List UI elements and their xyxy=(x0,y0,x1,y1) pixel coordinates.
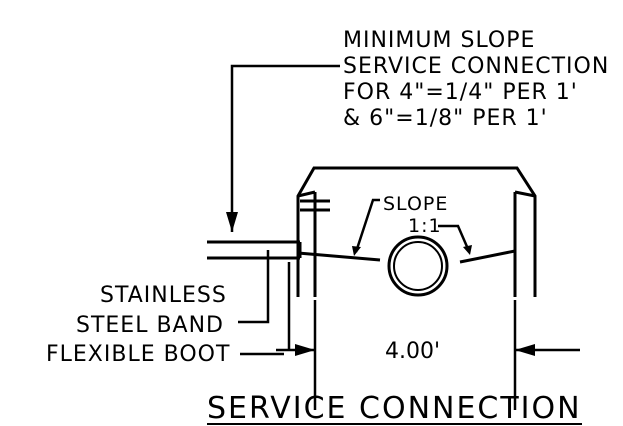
title-text: SERVICE CONNECTION xyxy=(207,391,582,426)
flexible-boot-callout: FLEXIBLE BOOT xyxy=(46,262,291,367)
note-leader-arrowhead xyxy=(226,212,238,232)
stainless-label-line-1: STAINLESS xyxy=(100,283,227,308)
stainless-band-callout: STAINLESS STEEL BAND xyxy=(76,250,270,338)
stainless-label-line-2: STEEL BAND xyxy=(76,313,224,338)
note-line-1: MINIMUM SLOPE xyxy=(343,28,535,53)
note-line-4: & 6"=1/8" PER 1' xyxy=(343,106,548,131)
note-line-2: SERVICE CONNECTION xyxy=(343,54,609,79)
note-leader xyxy=(226,64,340,232)
flexible-boot-label: FLEXIBLE BOOT xyxy=(46,342,230,367)
note-line-3: FOR 4"=1/4" PER 1' xyxy=(343,80,578,105)
slope-ratio-label: 1:1 xyxy=(408,215,442,237)
slope-label: SLOPE xyxy=(383,193,448,215)
main-pipe xyxy=(387,235,449,297)
slope-callout: SLOPE 1:1 xyxy=(352,193,472,256)
dimension-value: 4.00' xyxy=(385,339,440,364)
dimension-4ft: 4.00' xyxy=(276,300,580,410)
slope-arrow-left xyxy=(352,246,361,256)
dimension-arrow-left xyxy=(295,344,315,356)
slope-arrow-right xyxy=(463,245,472,255)
channel-structure xyxy=(296,166,537,297)
dimension-arrow-right xyxy=(515,344,535,356)
minimum-slope-note: MINIMUM SLOPE SERVICE CONNECTION FOR 4"=… xyxy=(343,28,609,131)
detail-title: SERVICE CONNECTION xyxy=(207,391,582,426)
service-pipe xyxy=(207,240,302,260)
